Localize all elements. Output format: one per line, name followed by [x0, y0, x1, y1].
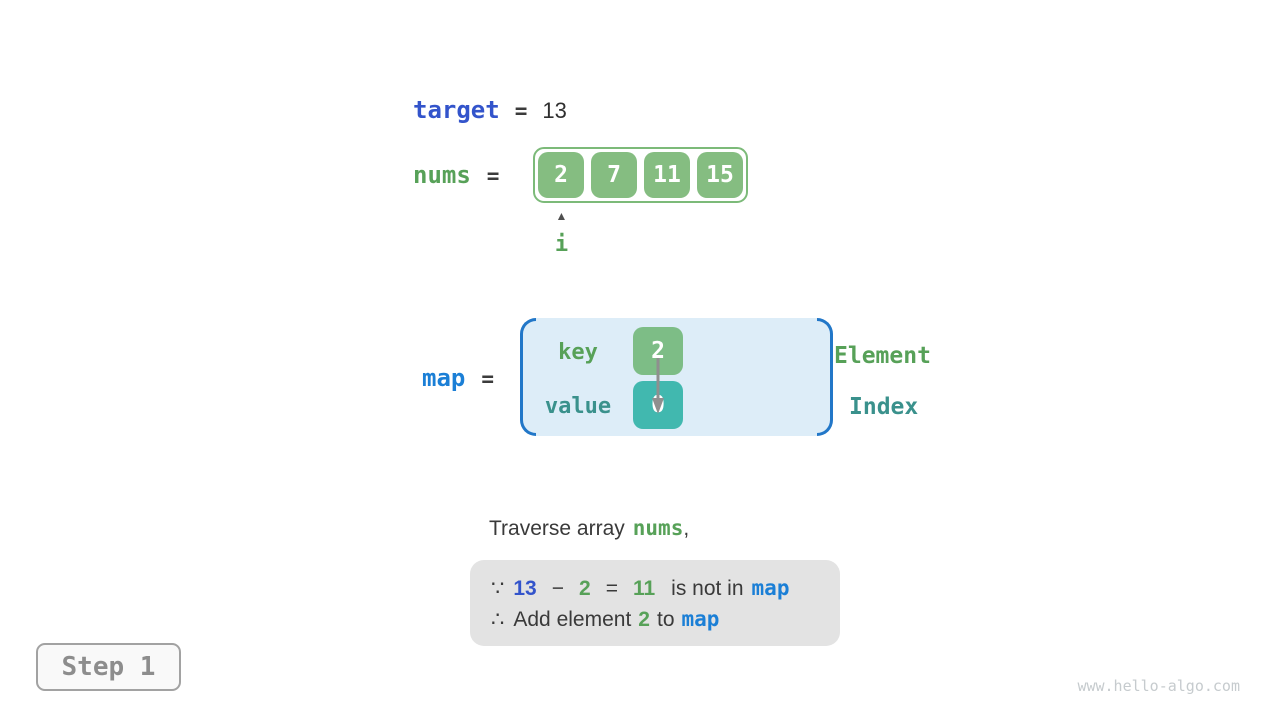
equals-sign: =: [486, 164, 500, 188]
note-text: to: [656, 608, 675, 631]
equals-sign: =: [605, 577, 618, 600]
target-value: 13: [542, 98, 567, 123]
map-box: key value 2 0: [520, 318, 833, 436]
caption: Traverse array nums ,: [489, 516, 689, 541]
step-badge: Step 1: [36, 643, 181, 691]
map-ref: map: [751, 576, 790, 600]
minus-sign: −: [551, 577, 564, 600]
map-label: map: [422, 364, 466, 392]
equals-sign: =: [514, 99, 528, 123]
element-number: 2: [579, 577, 591, 600]
bracket-right-icon: [817, 318, 833, 436]
note-line-2: ∴ Add element 2 to map: [491, 604, 820, 635]
target-assignment: target = 13: [413, 96, 567, 124]
nums-array: 2 7 11 15: [533, 147, 748, 203]
note-text: Add element: [513, 608, 632, 631]
legend-index-label: Index: [849, 394, 919, 420]
therefore-symbol: ∴: [491, 608, 505, 631]
index-pointer-label: i: [554, 232, 569, 257]
map-ref: map: [681, 607, 720, 631]
caption-nums-ref: nums: [632, 516, 684, 540]
array-cell: 15: [697, 152, 743, 198]
array-cell: 7: [591, 152, 637, 198]
equals-sign: =: [481, 367, 495, 391]
note-line-1: ∵ 13 − 2 = 11 is not in map: [491, 573, 820, 604]
down-arrow-icon: [652, 358, 664, 414]
target-label: target: [413, 96, 500, 124]
note-box: ∵ 13 − 2 = 11 is not in map ∴ Add elemen…: [470, 560, 840, 646]
caption-text: Traverse array: [489, 517, 625, 540]
target-number: 13: [513, 577, 537, 600]
map-key-cell: 2: [633, 327, 683, 375]
nums-label: nums: [413, 161, 471, 189]
legend-element-label: Element: [834, 343, 931, 369]
value-label: value: [544, 394, 612, 419]
array-cell: 2: [538, 152, 584, 198]
difference-number: 11: [632, 577, 656, 600]
key-label: key: [558, 340, 598, 365]
array-cell: 11: [644, 152, 690, 198]
watermark: www.hello-algo.com: [1077, 677, 1240, 695]
nums-assignment: nums =: [413, 161, 499, 189]
because-symbol: ∵: [491, 577, 505, 600]
caption-suffix: ,: [683, 517, 690, 540]
up-arrow-icon: ▲: [555, 209, 568, 223]
element-number: 2: [638, 608, 650, 631]
note-text: is not in: [671, 577, 744, 600]
map-assignment: map =: [422, 364, 494, 392]
